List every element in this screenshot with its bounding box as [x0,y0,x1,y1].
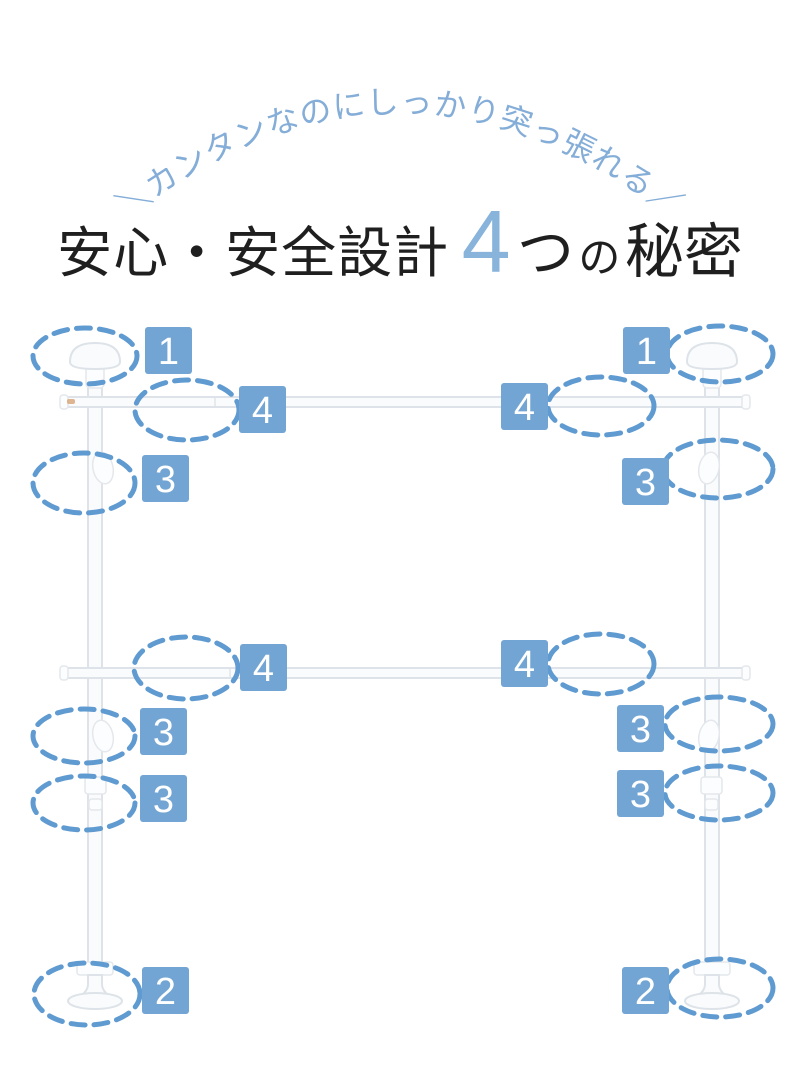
callout-badges: 1 1 4 4 3 3 4 [140,327,670,1014]
badge-square [501,383,548,430]
badge-number: 3 [630,774,651,816]
badge-3-collar-left: 3 [140,775,187,822]
title-particle: の [578,234,620,281]
callout-ellipse-ceiling-pad-left [30,325,140,387]
badge-square [617,770,664,817]
badge-number: 2 [635,971,656,1013]
middle-crossbar [59,665,751,681]
title-prefix: 安心・安全設計 [57,222,449,284]
badge-square [240,644,287,691]
callout-ellipse-upper-bar-left [132,377,242,443]
callout-ellipse-upper-lock-right [660,437,776,501]
badge-number: 4 [514,387,535,429]
badge-number: 3 [153,779,174,821]
callout-ellipse-middle-bar-right [545,631,657,697]
badge-number: 1 [158,331,179,373]
badge-3-lower-lock-left: 3 [140,708,187,755]
badge-square [622,967,669,1014]
upper-bar [61,396,749,408]
middle-bar-left-cap [59,665,69,681]
badge-4-middle-bar-left: 4 [240,644,287,691]
page-title: 安心・安全設計 4 つ の 秘密 [57,192,743,291]
left-foot-base [67,992,123,1010]
right-adjust-collar [700,776,723,795]
right-adjust-knob [704,798,719,811]
badge-number: 4 [253,648,274,690]
badge-4-middle-bar-right: 4 [501,640,548,687]
badge-square [140,775,187,822]
tension-rack-illustration [59,341,751,1010]
badge-number: 4 [252,390,273,432]
badge-4-upper-bar-left: 4 [239,386,286,433]
left-ceiling-pad [68,341,122,371]
upper-bar-left-cap [59,394,69,410]
arc-tagline: ＼カンタンなのにしっかり突っ張れる／ [111,84,690,224]
left-pole [67,341,123,1010]
callout-ellipse-lower-lock-right [662,694,776,754]
callout-ellipse-lower-lock-left [30,706,138,766]
badge-square [622,458,669,505]
title-number: 4 [462,192,511,291]
badge-number: 4 [514,644,535,686]
upper-crossbar [59,394,751,410]
right-foot-collar [693,961,731,976]
badge-square [623,327,670,374]
badge-4-upper-bar-right: 4 [501,383,548,430]
title-counter: つ [517,221,574,285]
badge-2-foot-right: 2 [622,967,669,1014]
middle-bar [61,667,749,679]
callout-ellipse-foot-left [31,960,143,1028]
middle-bar-right-cap [741,665,751,681]
badge-number: 1 [636,331,657,373]
badge-number: 3 [630,709,651,751]
upper-bar-right-cap [741,394,751,410]
badge-square [140,708,187,755]
arc-tagline-text: ＼カンタンなのにしっかり突っ張れる／ [111,84,689,224]
badge-square [239,386,286,433]
badge-square [145,327,192,374]
left-lower-lock-lever [91,719,115,753]
badge-3-upper-lock-left: 3 [142,455,189,502]
callout-ellipse-collar-right [662,763,776,823]
upper-bar-sticker [67,399,75,404]
callout-ellipse-middle-bar-left [131,634,241,702]
badge-3-upper-lock-right: 3 [622,458,669,505]
badge-square [142,967,189,1014]
badge-2-foot-left: 2 [142,967,189,1014]
left-adjust-knob [88,798,103,811]
badge-1-top-left: 1 [145,327,192,374]
badge-square [501,640,548,687]
badge-3-collar-right: 3 [617,770,664,817]
badge-number: 3 [153,712,174,754]
badge-square [142,455,189,502]
badge-number: 3 [635,462,656,504]
badge-1-top-right: 1 [623,327,670,374]
badge-square [617,705,664,752]
callout-ellipse-collar-left [30,773,138,833]
title-suffix: 秘密 [625,219,743,285]
badge-number: 3 [155,459,176,501]
badge-number: 2 [155,971,176,1013]
right-foot-base [684,992,740,1010]
right-ceiling-pad [685,341,739,371]
callout-ellipse-upper-lock-left [30,450,138,516]
right-upper-lock-lever [697,451,721,485]
badge-3-lower-lock-right: 3 [617,705,664,752]
